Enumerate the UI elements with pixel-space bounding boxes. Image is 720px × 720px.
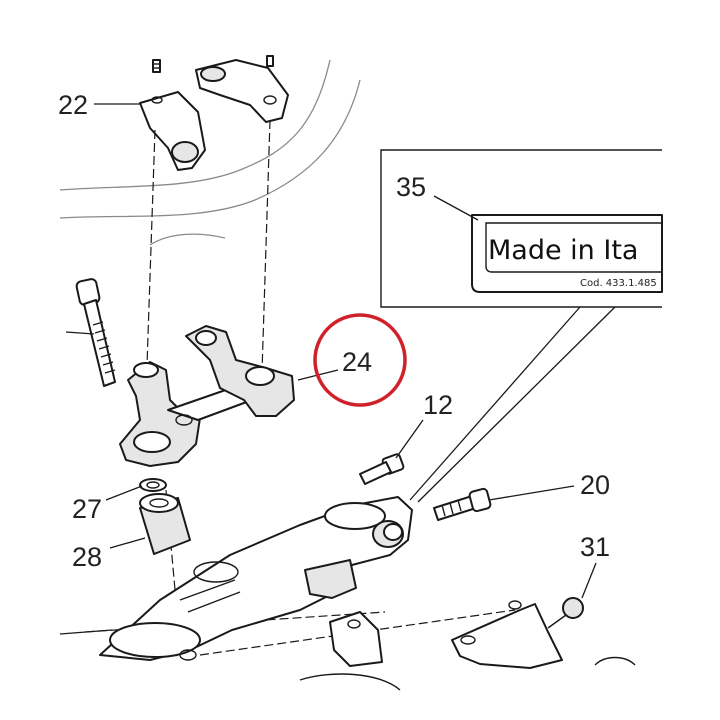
- callout-35: 35: [396, 172, 426, 202]
- long-bolt: [75, 278, 116, 387]
- callout-27: 27: [72, 494, 102, 524]
- highlight-circle: [313, 313, 407, 407]
- label-inset-box: [380, 149, 663, 503]
- callout-12: 12: [423, 390, 453, 420]
- callout-20: 20: [580, 470, 610, 500]
- handlebar-clamp-left: [139, 59, 206, 171]
- top-triple-clamp: [99, 496, 413, 661]
- callout-28: 28: [72, 542, 102, 572]
- ball-joint: [547, 597, 584, 629]
- rubber-bushing: [139, 493, 191, 555]
- callout-22: 22: [58, 90, 88, 120]
- handlebar-outline: [59, 59, 361, 246]
- handlebar-clamp-right: [195, 55, 289, 123]
- leader-lines: [59, 103, 597, 635]
- riser-bracket: [119, 325, 295, 467]
- label-code-text: Cod. 433.1.485: [580, 278, 657, 289]
- bolt-12: [359, 453, 405, 485]
- callout-31: 31: [580, 532, 610, 562]
- label-main-text: Made in Ita: [488, 235, 638, 266]
- callout-24: 24: [342, 347, 372, 377]
- bolt-20: [433, 487, 492, 521]
- washer: [139, 478, 167, 492]
- lower-bracket: [299, 600, 636, 691]
